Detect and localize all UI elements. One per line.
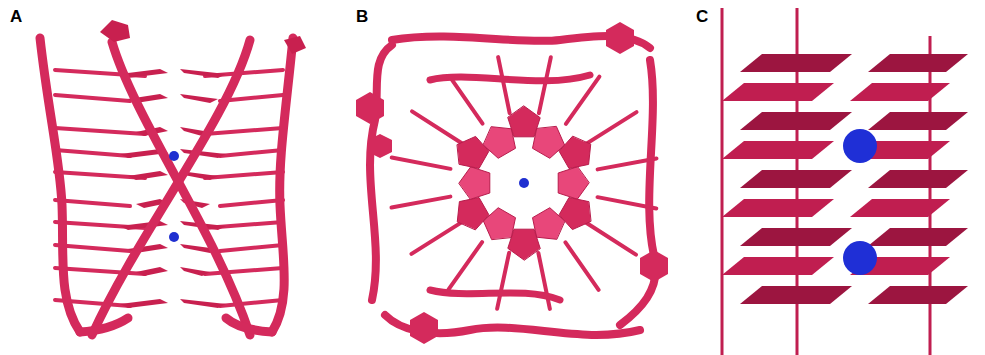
- base-rung: [205, 268, 283, 274]
- base-rung: [586, 223, 636, 255]
- base-rung: [498, 57, 509, 113]
- base-rung: [587, 112, 637, 143]
- base-rung: [55, 95, 130, 101]
- panel-letter: A: [10, 8, 22, 25]
- base-pentagon: [459, 167, 490, 199]
- base-plate: [180, 149, 226, 158]
- cation: [843, 129, 877, 163]
- base-plate: [180, 94, 218, 103]
- cation: [843, 241, 877, 275]
- cation: [519, 178, 529, 188]
- backbone: [92, 40, 250, 335]
- backbone: [430, 290, 560, 300]
- base-ring: [356, 92, 384, 124]
- base-rung: [538, 253, 549, 309]
- central-channel: [498, 157, 550, 209]
- cation: [169, 232, 179, 242]
- base-rung: [220, 200, 283, 206]
- base-rung: [449, 242, 483, 289]
- base-rungs: [55, 69, 283, 308]
- base-rung: [411, 222, 461, 253]
- base-rung: [449, 76, 482, 124]
- guanine-plate: [868, 112, 968, 130]
- base-pentagon: [483, 208, 515, 240]
- base-rung: [565, 242, 598, 290]
- backbone: [80, 318, 128, 332]
- base-pentagon: [559, 198, 591, 230]
- base-rung: [205, 128, 283, 134]
- base-rung: [55, 128, 145, 134]
- base-pentagon: [558, 167, 589, 199]
- base-ring: [100, 20, 130, 42]
- base-pentagon: [559, 136, 591, 168]
- guanine-plate: [740, 228, 852, 246]
- base-rung: [412, 111, 462, 143]
- backbone: [430, 75, 590, 81]
- base-pentagon: [533, 208, 565, 240]
- base-plate: [120, 299, 168, 308]
- base-pentagon: [533, 127, 565, 159]
- backbone: [40, 38, 80, 332]
- guanine-plate: [722, 199, 834, 217]
- quartet-bases: [457, 106, 590, 260]
- guanine-plates: [722, 54, 968, 304]
- backbone: [272, 38, 293, 332]
- guanine-plate: [722, 141, 834, 159]
- base-rung: [220, 245, 283, 251]
- base-ring: [410, 312, 438, 344]
- base-rung: [392, 158, 451, 169]
- guanine-plate: [722, 83, 834, 101]
- guanine-plate: [868, 54, 968, 72]
- base-pentagon: [508, 229, 540, 260]
- cation: [169, 151, 179, 161]
- base-rung: [205, 172, 283, 178]
- base-plate: [180, 69, 226, 78]
- panel-letter: C: [696, 8, 708, 25]
- base-plate: [180, 299, 226, 308]
- base-ring: [640, 250, 668, 282]
- base-rung: [539, 57, 551, 113]
- panel-a-helix: [40, 20, 306, 335]
- backbone: [226, 318, 272, 332]
- backbone: [370, 45, 392, 300]
- base-ring: [368, 134, 392, 158]
- base-pentagon: [508, 106, 540, 137]
- guanine-plate: [722, 257, 834, 275]
- base-plate: [180, 267, 210, 276]
- panel-letter: B: [356, 8, 368, 25]
- strand-line: [721, 8, 724, 355]
- base-pentagon: [457, 136, 489, 168]
- guanine-plate: [868, 228, 968, 246]
- panel-c-schematic: [722, 8, 968, 355]
- base-rung: [391, 197, 450, 208]
- base-rung: [220, 300, 283, 306]
- guanine-plate: [740, 54, 852, 72]
- base-ring: [284, 36, 306, 54]
- base-rung: [220, 150, 283, 156]
- guanine-plate: [740, 286, 852, 304]
- base-pentagon: [483, 127, 515, 159]
- base-rungs: [391, 57, 656, 309]
- base-plate: [136, 267, 168, 276]
- base-pentagon: [457, 198, 489, 230]
- guanine-plate: [868, 170, 968, 188]
- backbone: [620, 60, 656, 325]
- base-rung: [497, 253, 509, 309]
- guanine-plate: [850, 199, 950, 217]
- guanine-plate: [740, 112, 852, 130]
- base-ring: [606, 22, 634, 54]
- base-rung: [566, 77, 600, 124]
- guanine-plate: [850, 83, 950, 101]
- base-plate: [128, 171, 168, 180]
- base-plate: [120, 221, 168, 230]
- base-rung: [55, 150, 130, 156]
- guanine-plate: [868, 286, 968, 304]
- panel-b-quartet: [356, 22, 668, 344]
- guanine-plate: [740, 170, 852, 188]
